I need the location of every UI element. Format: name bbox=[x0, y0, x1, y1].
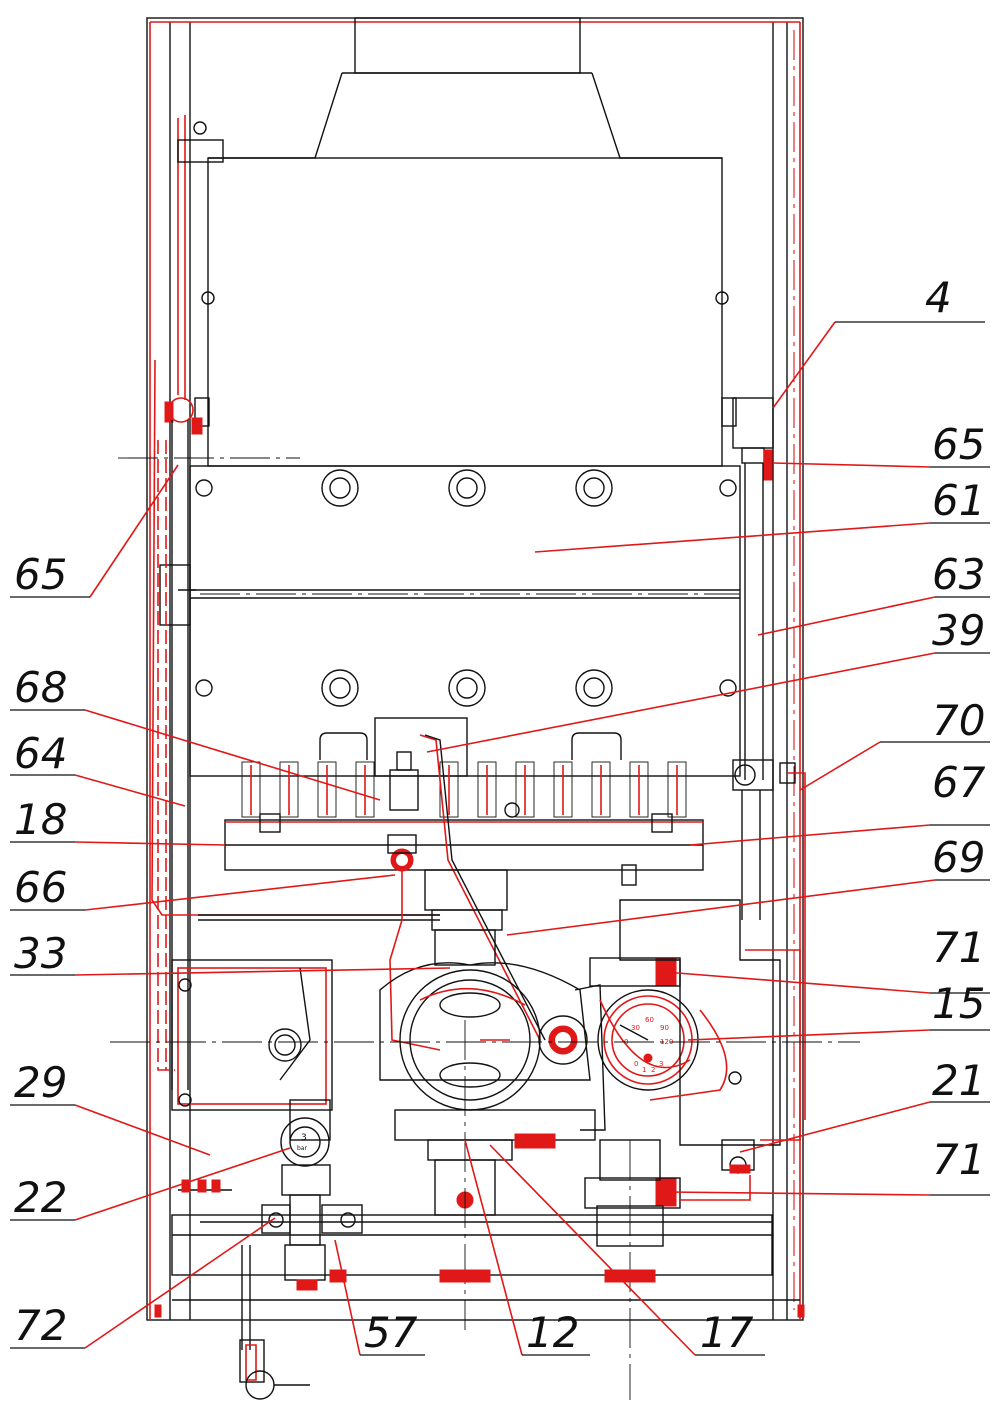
burner-assembly bbox=[224, 732, 704, 1051]
manometer-unit: bar bbox=[297, 1145, 307, 1152]
center-axis-lines bbox=[110, 457, 860, 1043]
label-57: 57 bbox=[364, 1308, 418, 1357]
label-63: 63 bbox=[932, 550, 985, 599]
heat-exchanger bbox=[159, 465, 741, 777]
label-22: 22 bbox=[14, 1173, 67, 1222]
label-65-left: 65 bbox=[14, 550, 67, 599]
gauge-temp-tick-120: 120 bbox=[660, 1038, 673, 1046]
gauge-pressure-tick-2: 2 bbox=[651, 1066, 655, 1074]
temperature-pressure-gauge: 30 60 90 0 120 0 1 2 3 bbox=[584, 957, 699, 1209]
label-65-right: 65 bbox=[932, 420, 985, 469]
callout-labels: 4 65 61 65 63 39 68 70 64 67 18 69 66 33… bbox=[10, 273, 990, 1357]
bolt-row-top bbox=[195, 469, 737, 507]
label-69: 69 bbox=[932, 833, 985, 882]
manometer-value: 3 bbox=[301, 1133, 307, 1143]
label-71-upper: 71 bbox=[932, 923, 985, 972]
label-68: 68 bbox=[14, 663, 67, 712]
gas-valve bbox=[379, 869, 596, 1330]
gauge-pressure-tick-1: 1 bbox=[642, 1066, 646, 1074]
gauge-pressure-tick-3: 3 bbox=[659, 1060, 663, 1068]
left-side-pipes bbox=[151, 115, 440, 1090]
gauge-pressure-tick-0: 0 bbox=[634, 1060, 638, 1068]
label-39: 39 bbox=[932, 606, 985, 655]
label-17: 17 bbox=[700, 1308, 754, 1357]
label-72: 72 bbox=[14, 1301, 67, 1350]
label-4: 4 bbox=[925, 273, 952, 322]
label-15: 15 bbox=[932, 979, 985, 1028]
gauge-temp-tick-60: 60 bbox=[645, 1016, 654, 1024]
bolt-row-bottom bbox=[195, 669, 737, 707]
boiler-casing bbox=[146, 17, 804, 1321]
label-18: 18 bbox=[14, 795, 67, 844]
callout-leaders bbox=[74, 321, 936, 1356]
label-61: 61 bbox=[932, 476, 985, 525]
label-29: 29 bbox=[14, 1058, 67, 1107]
control-box bbox=[171, 959, 333, 1111]
label-64: 64 bbox=[14, 729, 67, 778]
label-71-lower: 71 bbox=[932, 1135, 985, 1184]
label-70: 70 bbox=[932, 696, 985, 745]
gauge-temp-tick-90: 90 bbox=[660, 1024, 669, 1032]
pump-hydraulics bbox=[574, 899, 801, 1400]
label-33: 33 bbox=[14, 929, 67, 978]
gauge-temp-tick-30: 30 bbox=[631, 1024, 640, 1032]
right-riser-pipe bbox=[732, 397, 806, 1120]
flue-hood bbox=[194, 17, 737, 467]
label-67: 67 bbox=[932, 758, 986, 807]
label-66: 66 bbox=[14, 863, 67, 912]
label-21: 21 bbox=[932, 1056, 985, 1105]
label-12: 12 bbox=[526, 1308, 579, 1357]
bottom-connections: 3 bar bbox=[154, 1099, 805, 1400]
burner-nozzles bbox=[241, 761, 687, 818]
